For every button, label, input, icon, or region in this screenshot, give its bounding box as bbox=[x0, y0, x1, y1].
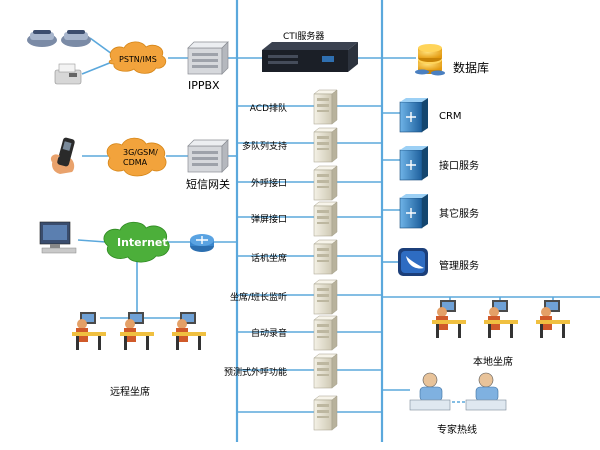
sms-gateway-device-icon bbox=[187, 139, 229, 173]
computer-icon bbox=[39, 221, 77, 254]
fax-machine-icon bbox=[54, 63, 82, 85]
expert-hotline-label: 专家热线 bbox=[437, 425, 477, 436]
tower-server-icon bbox=[313, 89, 338, 125]
interface-service-label: 接口服务 bbox=[439, 161, 479, 172]
tower-server-icon bbox=[313, 395, 338, 431]
internet-label: Internet bbox=[117, 236, 168, 249]
tower-server-icon bbox=[313, 201, 338, 237]
tower-server-icon bbox=[313, 127, 338, 163]
tower-server-icon bbox=[313, 239, 338, 275]
crm-label: CRM bbox=[439, 111, 462, 122]
mobile-network-label-line1: 3G/GSM/ bbox=[123, 148, 158, 157]
local-seat-icon bbox=[536, 300, 570, 338]
database-icon bbox=[415, 44, 445, 76]
other-service-label: 其它服务 bbox=[439, 209, 479, 220]
local-seat-icon bbox=[432, 300, 466, 338]
mobile-phone-hand-icon bbox=[50, 137, 75, 174]
remote-seat-icon bbox=[72, 312, 106, 350]
bus-lines bbox=[235, 0, 384, 442]
sms-gateway-label: 短信网关 bbox=[186, 178, 230, 191]
desk-phone-icon bbox=[27, 30, 57, 47]
server-label-recording: 自动录音 bbox=[250, 329, 287, 339]
remote-seats-label: 远程坐席 bbox=[110, 387, 150, 398]
database-label: 数据库 bbox=[453, 61, 490, 75]
internet-cloud-icon bbox=[103, 221, 170, 263]
remote-seat-icon bbox=[172, 312, 206, 350]
server-label-screen-pop: 弹屏接口 bbox=[250, 215, 287, 225]
local-seat-icon bbox=[484, 300, 518, 338]
expert-agent-icon bbox=[465, 372, 507, 411]
interface-server-icon bbox=[399, 146, 428, 181]
pstn-cloud-icon bbox=[108, 41, 167, 74]
cti-server-label: CTI服务器 bbox=[283, 32, 325, 42]
expert-agent-icon bbox=[409, 372, 451, 411]
desk-phone-icon bbox=[61, 30, 91, 47]
mobile-network-label-line2: CDMA bbox=[123, 158, 148, 167]
connectors bbox=[77, 37, 600, 413]
tower-server-icon bbox=[313, 353, 338, 389]
tower-server-icon bbox=[313, 165, 338, 201]
mobile-network-cloud-icon bbox=[106, 137, 167, 177]
tower-server-icon bbox=[313, 279, 338, 315]
server-label-acd: ACD排队 bbox=[249, 104, 287, 114]
server-label-predictive: 预测式外呼功能 bbox=[223, 368, 287, 378]
management-service-label: 管理服务 bbox=[439, 261, 479, 272]
crm-server-icon bbox=[399, 98, 428, 133]
management-service-icon bbox=[398, 248, 428, 276]
server-label-multi-queue: 多队列支持 bbox=[241, 142, 287, 152]
pstn-label: PSTN/IMS bbox=[119, 55, 157, 64]
remote-seat-icon bbox=[120, 312, 154, 350]
server-label-monitoring: 坐席/班长监听 bbox=[229, 293, 287, 303]
tower-server-icon bbox=[313, 315, 338, 351]
ippbx-device-icon bbox=[187, 41, 229, 75]
router-icon bbox=[190, 234, 214, 252]
server-label-outbound: 外呼接口 bbox=[250, 179, 287, 189]
server-column bbox=[313, 89, 338, 431]
ippbx-label: IPPBX bbox=[188, 79, 220, 92]
other-server-icon bbox=[399, 194, 428, 229]
server-label-phone-seat: 话机坐席 bbox=[250, 254, 287, 264]
local-seats-label: 本地坐席 bbox=[473, 357, 513, 368]
cti-server-rack-icon bbox=[262, 42, 358, 72]
